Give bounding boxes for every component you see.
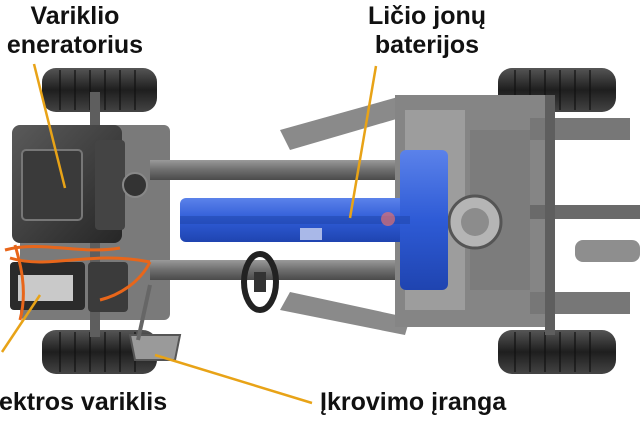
- front-right-wheel: [42, 330, 157, 374]
- engine-generator: [12, 125, 148, 243]
- label-engine-generator-line2: eneratorius: [6, 31, 144, 59]
- leader-charging-equipment: [154, 353, 313, 405]
- steering-wheel: [241, 251, 279, 313]
- label-battery-line1: Ličio jonų: [367, 2, 487, 30]
- label-engine-generator-line1: Variklio: [30, 2, 120, 30]
- electric-motor: [10, 262, 128, 312]
- rear-right-wheel: [498, 330, 616, 374]
- leader-battery: [348, 65, 378, 219]
- leader-electric-motor: [0, 294, 42, 353]
- label-charging-equipment: Įkrovimo įranga: [320, 388, 507, 416]
- label-electric-motor: lektros variklis: [0, 388, 168, 416]
- leader-engine-generator: [32, 63, 67, 189]
- chassis-frame: [20, 92, 640, 337]
- label-battery-line2: baterijos: [374, 31, 480, 59]
- leader-lines: [0, 63, 378, 405]
- high-voltage-cables: [4, 244, 152, 321]
- label-engine-generator: Variklio eneratorius: [0, 2, 160, 60]
- label-battery: Ličio jonų baterijos: [352, 2, 502, 60]
